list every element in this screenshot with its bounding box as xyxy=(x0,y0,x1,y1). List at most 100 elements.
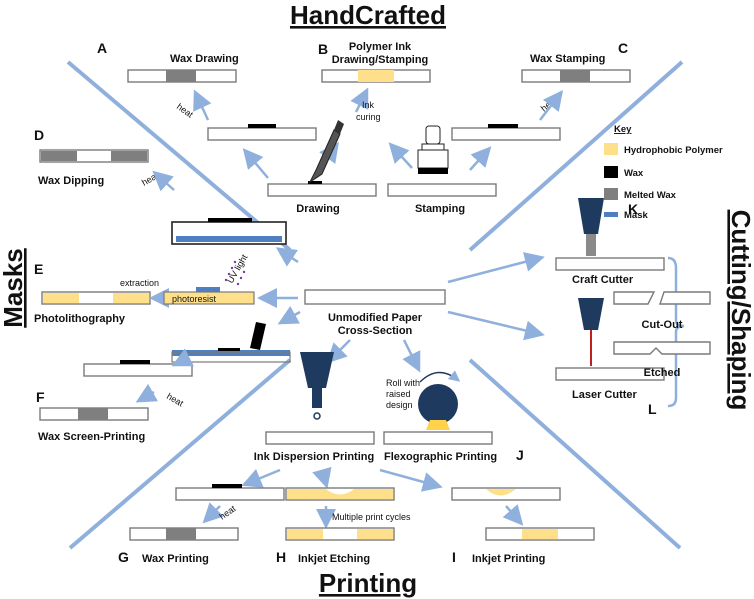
wax-a xyxy=(248,124,276,128)
title-wax-dipping: Wax Dipping xyxy=(38,175,104,187)
letter-f: F xyxy=(36,389,45,405)
polymer-b xyxy=(358,70,394,82)
roll-label-3: design xyxy=(386,400,413,410)
unmodified-paper xyxy=(304,289,446,305)
cutting-bracket xyxy=(667,256,685,408)
wax-g xyxy=(212,484,242,488)
title-wax-printing: Wax Printing xyxy=(142,553,209,565)
paper-g-wax xyxy=(175,487,285,501)
heat-label-d: heat xyxy=(140,170,161,188)
heat-label-a: heat xyxy=(175,101,195,120)
letter-h: H xyxy=(276,549,286,565)
curing-label: curing xyxy=(356,112,381,122)
photoresist-label: photoresist xyxy=(172,294,217,304)
paper-drawing xyxy=(267,183,377,197)
legend: Key Hydrophobic Polymer Wax Melted Wax M… xyxy=(604,124,723,221)
title-inkjet-printing: Inkjet Printing xyxy=(472,553,545,565)
craft-cutter-icon xyxy=(578,198,604,256)
legend-label-3: Mask xyxy=(624,210,648,221)
title-laser-cutter: Laser Cutter xyxy=(572,389,638,401)
melted-wax-d-right xyxy=(111,151,147,161)
print-head-icon xyxy=(300,352,334,420)
legend-swatch-2 xyxy=(604,188,618,200)
laser-cutter-icon xyxy=(578,298,604,366)
etch-dip-h xyxy=(326,489,354,495)
roll-label-2: raised xyxy=(386,389,411,399)
arrow-a-heat xyxy=(193,89,212,121)
label-ink-dispersion: Ink Dispersion Printing xyxy=(254,451,374,463)
melted-wax-d-left xyxy=(41,151,77,161)
cut-out-paper xyxy=(613,291,711,305)
letter-b: B xyxy=(318,41,328,57)
legend-swatch-0 xyxy=(604,143,618,155)
legend-title: Key xyxy=(614,124,632,135)
title-wax-drawing: Wax Drawing xyxy=(170,53,239,65)
arrow-c-heat xyxy=(539,90,564,121)
label-etched: Etched xyxy=(644,367,681,379)
paper-c-wax xyxy=(451,127,561,141)
stamp-icon xyxy=(417,125,449,174)
divider-top-left xyxy=(66,60,292,252)
multiple-cycles-label: Multiple print cycles xyxy=(332,512,411,522)
arrow-stamping-c xyxy=(469,146,492,171)
center-label-line2: Cross-Section xyxy=(338,325,413,337)
arrow-i-result xyxy=(502,504,524,526)
roll-icon xyxy=(418,370,461,430)
heading-masks: Masks xyxy=(0,248,28,328)
title-wax-screen-printing: Wax Screen-Printing xyxy=(38,431,145,443)
letter-a: A xyxy=(97,40,107,56)
center-label-line1: Unmodified Paper xyxy=(328,312,423,324)
arrow-stamping-b xyxy=(388,142,413,169)
pen-icon xyxy=(308,120,344,184)
melted-wax-c xyxy=(560,70,590,82)
heading-printing: Printing xyxy=(319,568,417,598)
arrow-print-etch xyxy=(312,466,332,489)
polymer-i xyxy=(522,529,558,539)
arrow-center-craft xyxy=(447,252,545,284)
title-polymer-ink-1: Polymer Ink xyxy=(349,41,412,53)
uv-rays-icon xyxy=(224,260,246,286)
polymer-e-left xyxy=(43,293,79,303)
letter-c: C xyxy=(618,40,628,56)
roll-label-1: Roll with xyxy=(386,378,420,388)
arrow-g-heat xyxy=(202,502,224,524)
heat-label-g: heat xyxy=(217,503,237,522)
label-cut-out: Cut-Out xyxy=(642,319,683,331)
title-polymer-ink-2: Drawing/Stamping xyxy=(332,54,429,66)
mask-wrapped-paper xyxy=(171,218,287,245)
wax-drawing-tip xyxy=(308,181,322,184)
polymer-h-left xyxy=(287,529,323,539)
heading-cutting-shaping: Cutting/Shaping xyxy=(726,210,754,411)
wax-c xyxy=(488,124,518,128)
arrow-center-dipping xyxy=(275,247,299,267)
legend-label-0: Hydrophobic Polymer xyxy=(624,145,723,156)
screen-print-setup xyxy=(171,322,291,363)
letter-e: E xyxy=(34,261,43,277)
etched-paper xyxy=(613,341,711,355)
title-craft-cutter: Craft Cutter xyxy=(572,274,634,286)
title-wax-stamping: Wax Stamping xyxy=(530,53,605,65)
heading-handcrafted: HandCrafted xyxy=(290,0,446,30)
label-stamping: Stamping xyxy=(415,203,465,215)
paper-craft xyxy=(555,257,665,271)
paper-flexo xyxy=(383,431,493,445)
arrow-screen-to-wax xyxy=(171,348,194,367)
legend-label-2: Melted Wax xyxy=(624,190,677,201)
paper-laser xyxy=(555,367,665,381)
paper-a-wax xyxy=(207,127,317,141)
arrow-f-heat xyxy=(135,383,158,403)
ink-label: Ink xyxy=(362,100,375,110)
polymer-h-right xyxy=(357,529,393,539)
arrow-center-flexo xyxy=(402,339,421,373)
ink-drop-i xyxy=(486,489,516,496)
paper-printing xyxy=(265,431,375,445)
legend-swatch-1 xyxy=(604,166,618,178)
mask-e xyxy=(196,287,220,292)
melted-wax-g xyxy=(166,528,196,540)
divider-bottom-left xyxy=(68,358,292,550)
arrow-d-heat xyxy=(152,170,175,192)
legend-swatch-3 xyxy=(604,212,618,217)
arrow-drawing-a xyxy=(242,148,269,179)
divider-top-right xyxy=(468,60,684,252)
melted-wax-f xyxy=(78,408,108,420)
